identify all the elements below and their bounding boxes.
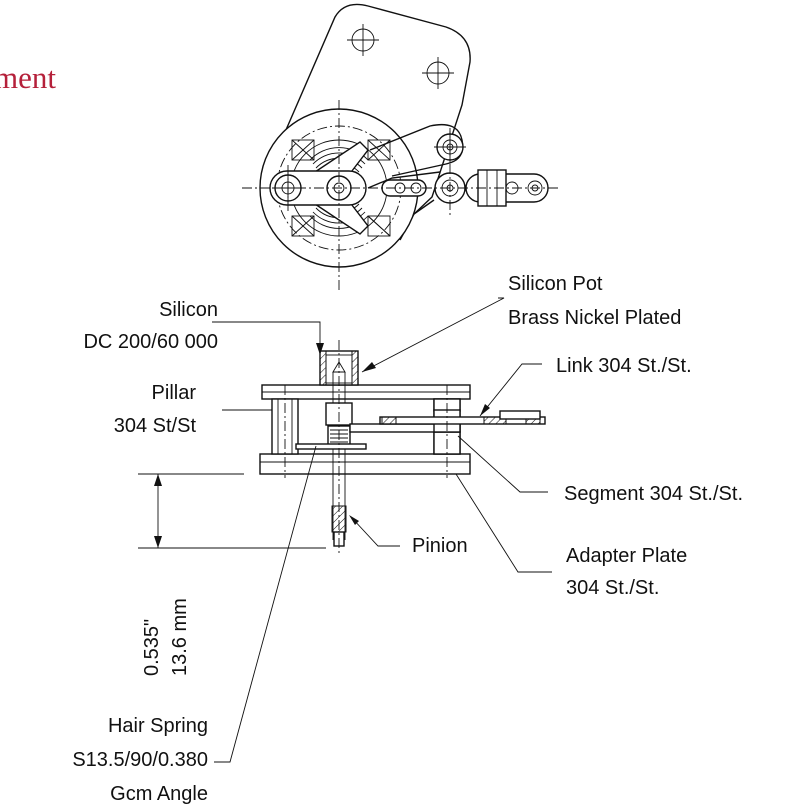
- label-dim-inch: 0.535": [141, 619, 163, 676]
- height-dimension: [138, 473, 326, 549]
- adapter-plate: [259, 453, 471, 475]
- label-adapter-2: 304 St./St.: [566, 577, 659, 599]
- label-adapter-1: Adapter Plate: [566, 545, 687, 567]
- label-link: Link 304 St./St.: [556, 355, 692, 377]
- label-pinion: Pinion: [412, 535, 468, 557]
- label-silicon-2: DC 200/60 000: [83, 331, 218, 353]
- label-silicon-1: Silicon: [159, 299, 218, 321]
- label-pillar-1: Pillar: [152, 382, 197, 404]
- top-view: [242, 3, 560, 292]
- label-pot-1: Silicon Pot: [508, 273, 603, 295]
- mount-hole-upper: [347, 24, 379, 56]
- callout-labels: Silicon DC 200/60 000 Silicon Pot Brass …: [72, 273, 743, 805]
- corner-stop-bl: [291, 215, 315, 237]
- hair-spring-side: [295, 443, 367, 450]
- label-hair-2: S13.5/90/0.380: [72, 749, 208, 771]
- label-dim-mm: 13.6 mm: [169, 598, 191, 676]
- segment-arm: [367, 171, 441, 189]
- label-hair-3: Gcm Angle: [110, 783, 208, 805]
- label-pillar-2: 304 St/St: [114, 415, 197, 437]
- link-bar: [379, 416, 546, 425]
- label-hair-1: Hair Spring: [108, 715, 208, 737]
- label-segment: Segment 304 St./St.: [564, 483, 743, 505]
- title-fragment: ment: [0, 60, 56, 95]
- side-view: [259, 340, 546, 555]
- corner-stop-tl: [291, 139, 315, 161]
- upper-link-arm: [369, 123, 464, 177]
- bracket-plate: [265, 3, 471, 241]
- label-pot-2: Brass Nickel Plated: [508, 307, 681, 329]
- leader-lines: [212, 297, 552, 763]
- mount-hole-lower: [422, 57, 454, 89]
